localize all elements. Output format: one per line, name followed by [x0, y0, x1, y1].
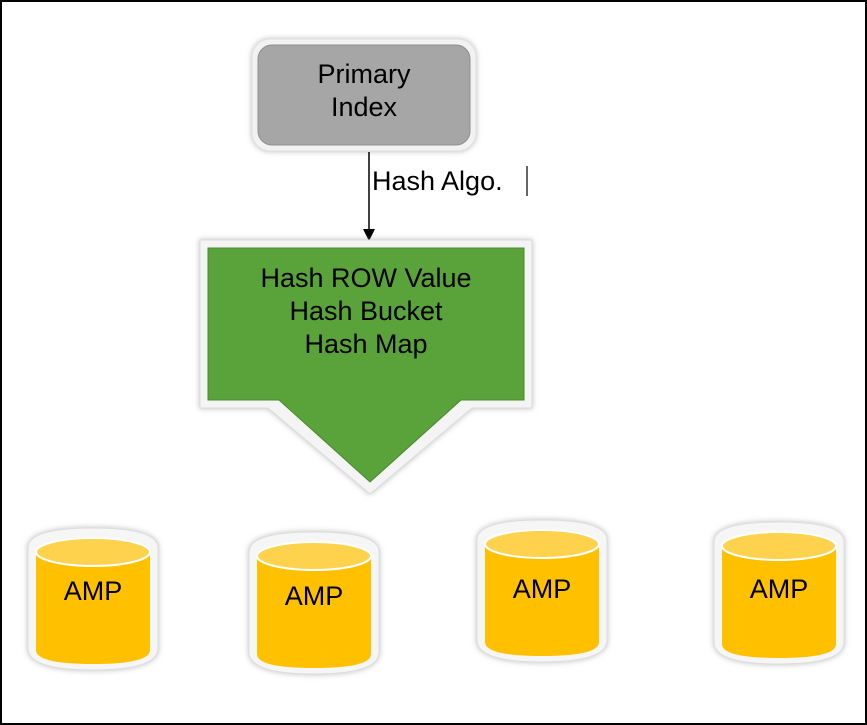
- connector-arrowhead-icon: [363, 229, 375, 241]
- hash-map-text: Hash Map: [304, 329, 428, 359]
- amp-label-3: AMP: [512, 574, 572, 604]
- hash-block-label: Hash ROW Value Hash Bucket Hash Map: [208, 262, 524, 361]
- amp-cylinder-1: [27, 527, 159, 671]
- amp-label-2: AMP: [284, 581, 344, 611]
- amp-cylinder-4: [713, 521, 845, 665]
- amp-label-1: AMP: [63, 576, 123, 606]
- primary-index-label: Primary Index: [258, 58, 470, 124]
- hash-bucket-text: Hash Bucket: [289, 296, 443, 326]
- hash-row-value-text: Hash ROW Value: [260, 263, 472, 293]
- primary-index-line-1: Primary: [317, 59, 411, 89]
- hash-algo-label: Hash Algo.: [372, 166, 503, 196]
- hash-arrow-shape: [207, 247, 525, 483]
- amp-label-4: AMP: [749, 574, 809, 604]
- amp-cylinder-3: [476, 519, 608, 663]
- primary-index-line-2: Index: [330, 92, 398, 122]
- amp-cylinder-2: [248, 531, 380, 675]
- primary-index-node: [257, 44, 471, 146]
